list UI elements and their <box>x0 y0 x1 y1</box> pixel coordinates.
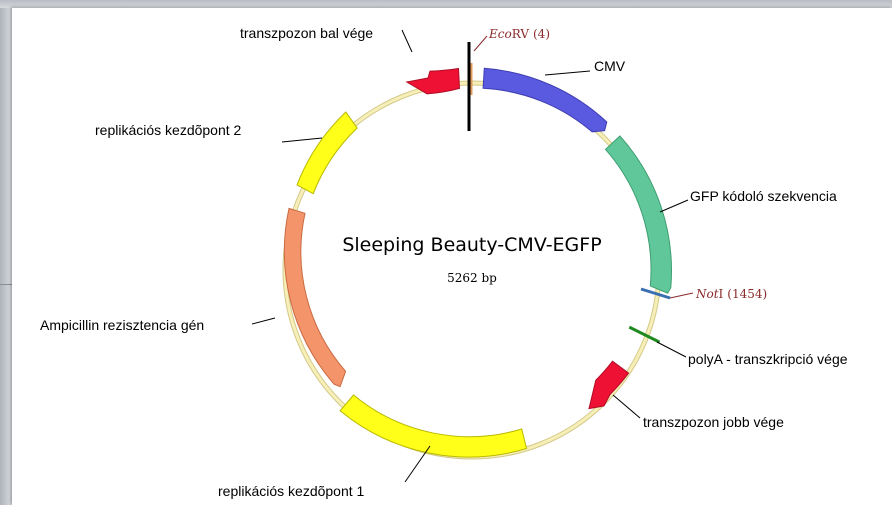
plasmid-name: Sleeping Beauty-CMV-EGFP <box>342 234 601 256</box>
leader-gfp <box>659 199 689 213</box>
site-noti-position: (1454) <box>727 287 767 301</box>
label-ori1: replikációs kezdõpont 1 <box>218 483 365 499</box>
feature-polya-marker <box>628 325 661 344</box>
label-polya: polyA - transzkripció vége <box>688 351 848 367</box>
site-ecorv-enzyme: Eco <box>488 27 512 41</box>
leader-polya <box>656 341 687 358</box>
window-frame-top <box>0 0 892 8</box>
plasmid-map-canvas <box>12 8 892 505</box>
label-site-ecorv: EcoRV(4) <box>488 27 550 41</box>
label-site-noti: NotI(1454) <box>695 287 767 301</box>
leader-ori2 <box>281 137 323 143</box>
feature-ori2-arc <box>296 111 358 195</box>
site-ecorv-position: (4) <box>533 27 550 41</box>
label-transposon-left: transzpozon bal vége <box>240 25 373 41</box>
leader-ecorv <box>473 35 488 52</box>
site-noti-enzyme: Not <box>695 287 719 301</box>
leader-ampicillin <box>251 317 276 325</box>
feature-transposon-right-arc <box>588 360 630 410</box>
feature-gfp-arc <box>604 135 672 294</box>
label-ori2: replikációs kezdõpont 2 <box>95 122 242 138</box>
site-noti-marker <box>640 287 671 300</box>
feature-ampicillin-arc <box>283 207 347 388</box>
label-ampicillin: Ampicillin rezisztencia gén <box>40 317 204 333</box>
leader-noti <box>669 292 694 299</box>
label-cmv: CMV <box>594 58 626 74</box>
leader-cmv <box>544 70 591 76</box>
window-frame-left <box>0 0 10 505</box>
label-gfp: GFP kódoló szekvencia <box>690 188 837 204</box>
feature-cmv-arc <box>482 67 608 133</box>
leader-ori1 <box>404 445 431 483</box>
leader-transposon-right <box>612 394 641 419</box>
site-ecorv-suffix: RV <box>512 27 530 41</box>
frame-tick <box>0 284 12 285</box>
feature-transposon-left-arc <box>405 67 461 95</box>
site-noti-suffix: I <box>719 287 724 301</box>
feature-ori1-arc <box>339 394 528 458</box>
plasmid-size: 5262 bp <box>447 271 497 285</box>
label-transposon-right: transzpozon jobb vége <box>643 414 784 430</box>
leader-transposon-left <box>401 29 413 53</box>
